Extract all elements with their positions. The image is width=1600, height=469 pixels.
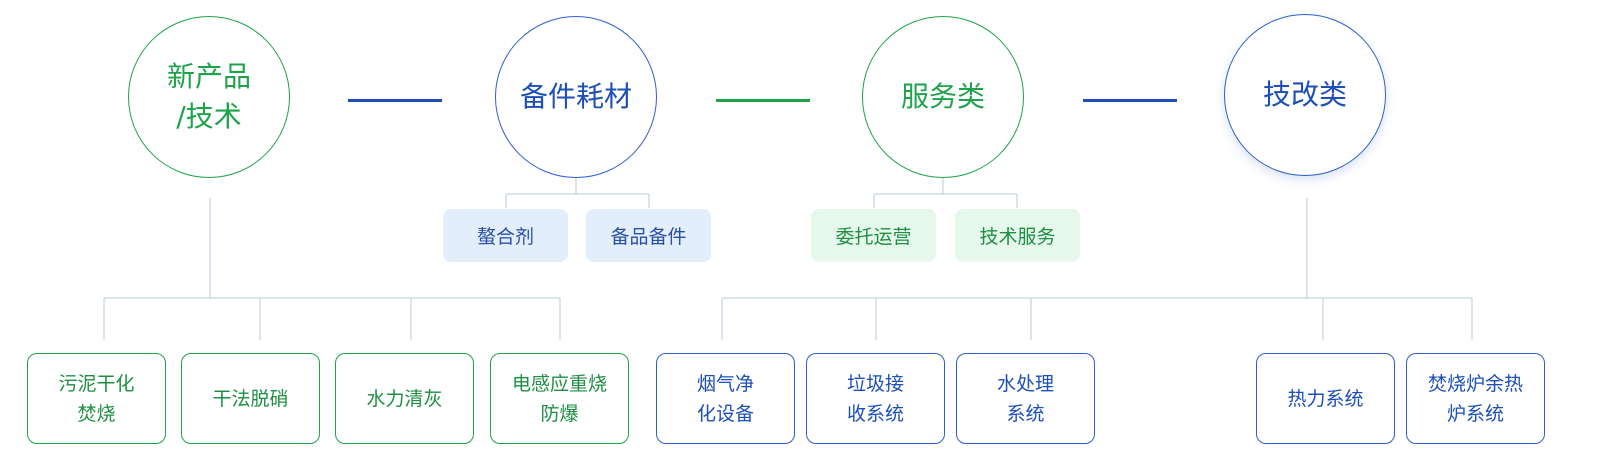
box-label: 水力清灰 <box>366 387 443 410</box>
category-service[interactable]: 服务类 <box>862 16 1024 178</box>
category-new-tech[interactable]: 新产品 /技术 <box>128 16 290 178</box>
box-label-line: 收系统 <box>846 402 904 425</box>
box-label: 热力系统 <box>1287 387 1364 410</box>
box-label-line: 焚烧炉余热 <box>1427 372 1523 395</box>
category-retrofit[interactable]: 技改类 <box>1224 14 1386 176</box>
box-label-line: 焚烧 <box>77 402 116 425</box>
box-dry-denitration[interactable]: 干法脱硝 <box>181 353 320 444</box>
box-label-line: 化设备 <box>696 402 754 425</box>
box-water-treatment[interactable]: 水处理 系统 <box>956 353 1095 444</box>
tag-technical-service[interactable]: 技术服务 <box>955 209 1080 262</box>
box-sludge-drying[interactable]: 污泥干化 焚烧 <box>27 353 166 444</box>
box-label-line: 防爆 <box>540 402 579 425</box>
box-induction-reheating[interactable]: 电感应重烧 防爆 <box>490 353 629 444</box>
box-waste-receiving[interactable]: 垃圾接 收系统 <box>806 353 945 444</box>
box-hydraulic-ash-cleaning[interactable]: 水力清灰 <box>335 353 474 444</box>
box-flue-gas-purification[interactable]: 烟气净 化设备 <box>656 353 795 444</box>
tag-label: 委托运营 <box>835 226 912 248</box>
category-label: 备件耗材 <box>519 80 632 113</box>
box-waste-heat-boiler[interactable]: 焚烧炉余热 炉系统 <box>1406 353 1545 444</box>
tag-entrusted-operation[interactable]: 委托运营 <box>811 209 936 262</box>
separator-dash-1 <box>348 99 442 102</box>
box-label-line: 系统 <box>1006 402 1045 425</box>
tag-spare-parts[interactable]: 备品备件 <box>586 209 711 262</box>
tag-label: 备品备件 <box>610 226 687 248</box>
tag-label: 螯合剂 <box>476 226 534 248</box>
category-label: 服务类 <box>900 80 985 113</box>
box-label-line: 垃圾接 <box>846 372 904 395</box>
category-label-line: /技术 <box>176 100 242 133</box>
category-label-line: 新产品 <box>166 60 251 93</box>
category-label: 技改类 <box>1262 78 1347 111</box>
box-label: 干法脱硝 <box>212 387 289 410</box>
box-label-line: 炉系统 <box>1446 402 1504 425</box>
separator-dash-3 <box>1083 99 1177 102</box>
separator-dash-2 <box>716 99 810 102</box>
box-label-line: 电感应重烧 <box>511 372 607 395</box>
tag-label: 技术服务 <box>979 226 1056 248</box>
box-thermal-system[interactable]: 热力系统 <box>1256 353 1395 444</box>
box-label-line: 水处理 <box>996 372 1054 395</box>
box-label-line: 污泥干化 <box>58 372 135 395</box>
tag-chelating-agent[interactable]: 螯合剂 <box>443 209 568 262</box>
box-label-line: 烟气净 <box>696 372 754 395</box>
category-spare-parts[interactable]: 备件耗材 <box>495 16 657 178</box>
